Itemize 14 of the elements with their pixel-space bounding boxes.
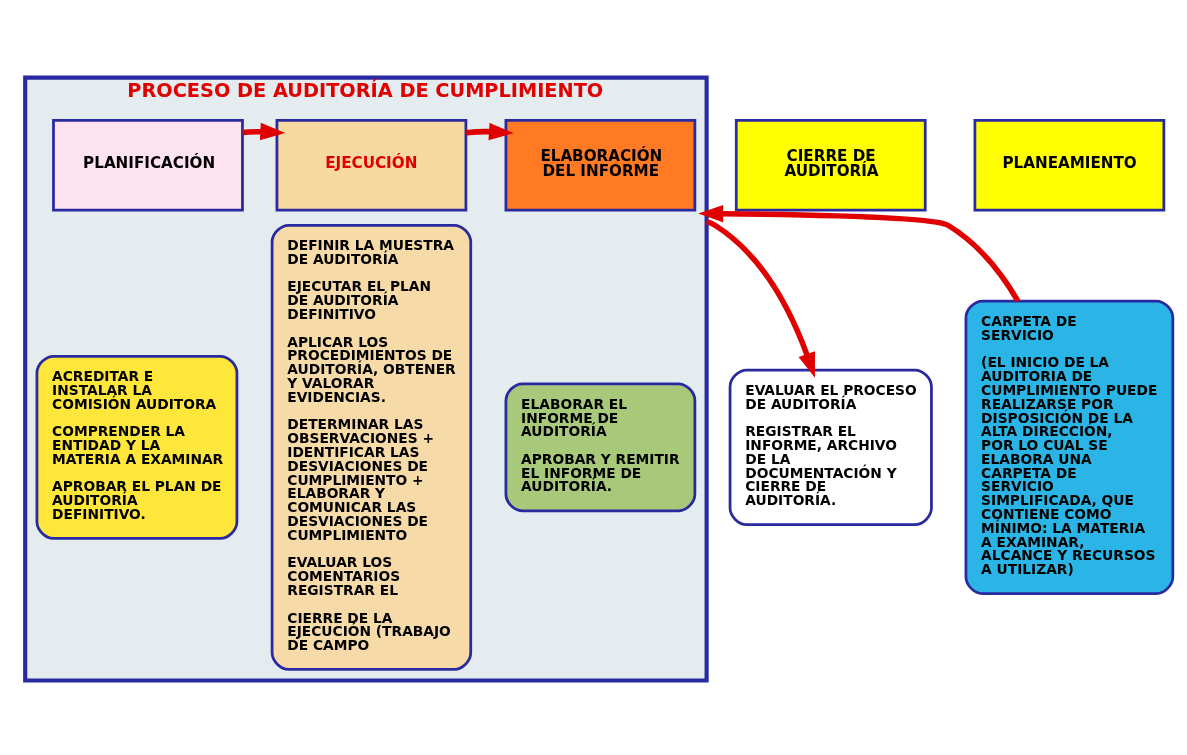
node-box: EJECUCIÓN <box>275 118 468 211</box>
node-box: CARPETA DE SERVICIO (EL INICIO DE LA AUDITORIA DE CUMPLIMIENTO PUEDE REALIZARSE POR DISPOSICIÓN DE LA ALTA DIRECCIÓN, POR LO CUAL SE ELABORA UNA CARPETA DE SERVICIO SIMPLIFICADA, QUE CONTIENE COMO MÍNIMO: LA MATERIA A EXAMINAR, ALCANCE Y RECURSOS A UTILIZAR) <box>964 299 1175 595</box>
node-box: PLANEAMIENTO <box>973 118 1166 211</box>
node-box: EVALUAR EL PROCESO DE AUDITORÍA REGISTRAR EL INFORME, ARCHIVO DE LA DOCUMENTACIÓN Y CIERRE DE AUDITORÍA. <box>728 368 933 526</box>
arrow <box>705 218 815 378</box>
arrow <box>698 204 1021 302</box>
arrow <box>465 122 514 140</box>
node-box: ELABORAR EL INFORME DE AUDITORÍA APROBAR Y REMITIR EL INFORME DE AUDITORÍA. <box>504 382 697 512</box>
node-box: CIERRE DE AUDITORÍA <box>734 118 927 211</box>
node-box: PLANIFICACIÓN <box>52 118 244 211</box>
node-box: ACREDITAR E INSTALAR LA COMISIÓN AUDITORA COMPRENDER LA ENTIDAD Y LA MATERIA A EXAMINAR APROBAR EL PLAN DE AUDITORÍA DEFINITIVO. <box>35 354 239 540</box>
node-box: DEFINIR LA MUESTRA DE AUDITORÍA EJECUTAR EL PLAN DE AUDITORÍA DEFINITIVO APLICAR LOS PROCEDIMIENTOS DE AUDITORÍA, OBTENER Y VALORAR EVIDENCIAS. DETERMINAR LAS OBSERVACIONES + IDENTIFICAR LAS DESVIACIONES DE CUMPLIMIENTO + ELABORAR Y COMUNICAR LAS DESVIACIONES DE CUMPLIMIENTO EVALUAR LOS COMENTARIOS REGISTRAR EL CIERRE DE LA EJECUCIÓN (TRABAJO DE CAMPO <box>270 223 473 671</box>
node-box: ELABORACIÓN DEL INFORME <box>504 118 697 211</box>
arrow <box>242 122 286 140</box>
